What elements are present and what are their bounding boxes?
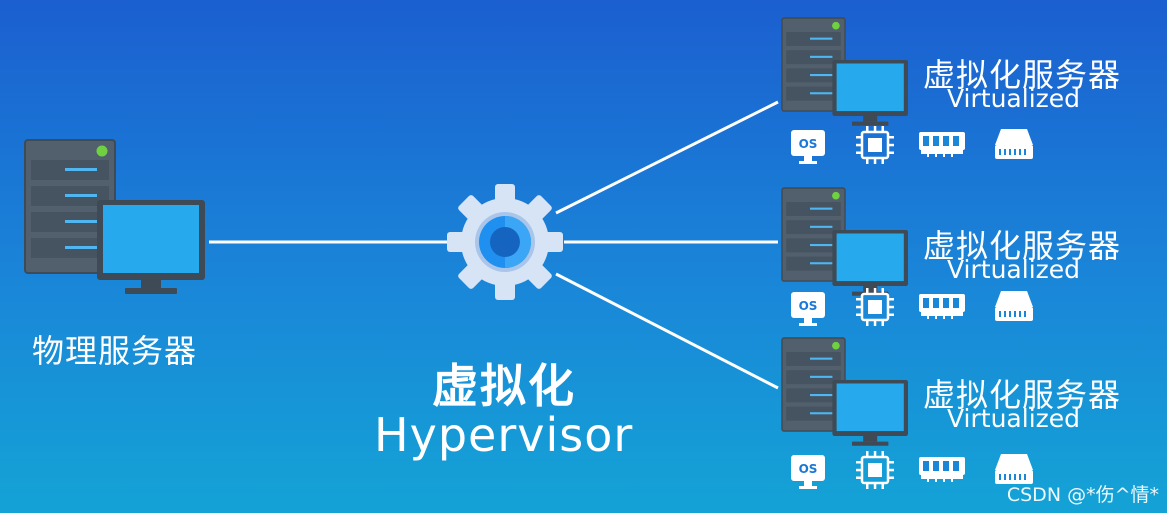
disk-icon [995,291,1033,321]
cpu-icon [854,124,896,166]
link-hypervisor-vm-3 [555,272,779,390]
os-icon-text: OS [799,137,818,151]
vm-label-cn-2: 虚拟化服务器 [923,227,1122,265]
memory-icon [919,457,965,482]
os-icon: OS [791,455,825,489]
vm-label-cn-1: 虚拟化服务器 [923,56,1122,94]
link-hypervisor-vm-1 [555,100,779,215]
memory-icon [919,294,965,319]
cpu-icon [854,449,896,491]
memory-icon [919,132,965,157]
os-icon-text: OS [799,299,818,313]
os-icon: OS [791,130,825,164]
hypervisor-label-en: Hypervisor [374,408,634,462]
os-icon-text: OS [799,462,818,476]
vm-label-en-2: Virtualized [947,255,1081,284]
watermark: CSDN @*伤^情* [1006,484,1159,506]
hypervisor-label-cn: 虚拟化 [432,359,576,413]
vm-label-cn-3: 虚拟化服务器 [923,376,1122,414]
physical-server-label: 物理服务器 [32,332,198,370]
vm-label-en-1: Virtualized [947,84,1081,113]
gear-icon [447,184,563,300]
vm-server-icon-3 [781,337,909,447]
disk-icon [995,129,1033,159]
vm-server-icon-1 [781,17,909,127]
vm-server-icon-2 [781,187,909,297]
vm-label-en-3: Virtualized [947,404,1081,433]
physical-server-icon [24,139,206,295]
os-icon: OS [791,292,825,326]
cpu-icon [854,286,896,328]
